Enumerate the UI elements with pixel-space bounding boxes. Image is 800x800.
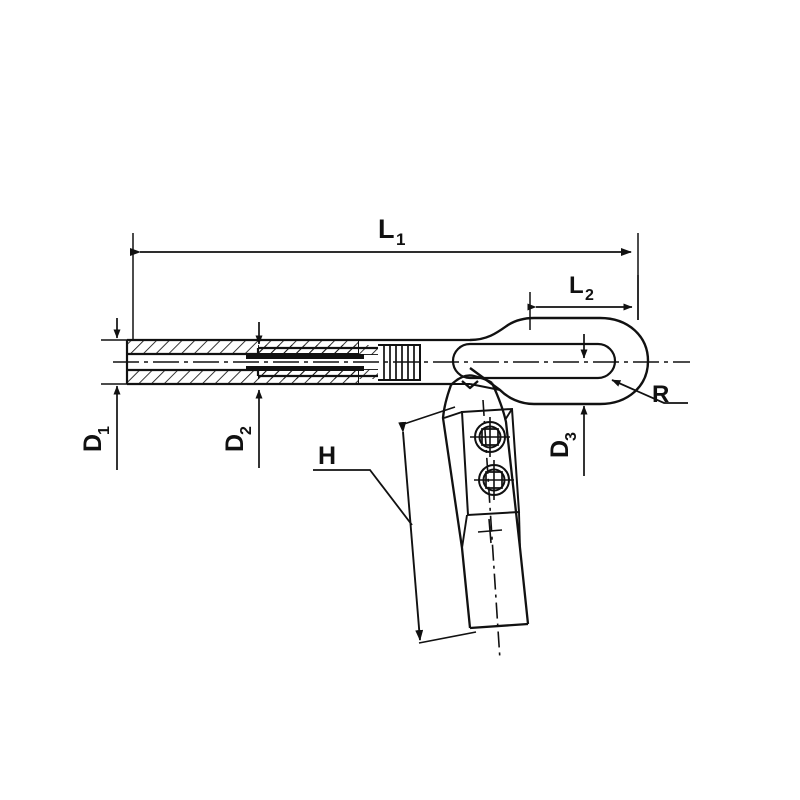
label-D2: D 2	[221, 426, 255, 452]
H-ext-top	[400, 406, 456, 426]
leader-R	[611, 379, 688, 404]
H-leader-line	[313, 469, 413, 526]
label-L1: L 1	[378, 214, 405, 249]
dimension-L1	[130, 233, 639, 340]
section-hatching	[127, 340, 378, 384]
svg-text:1: 1	[96, 426, 113, 435]
dimension-D1	[101, 318, 133, 470]
H-dimension-line	[398, 421, 424, 641]
R-leader-line	[611, 379, 688, 404]
svg-text:3: 3	[563, 432, 580, 441]
svg-text:L: L	[569, 272, 584, 299]
label-L2: L 2	[569, 272, 594, 304]
bolt-upper	[470, 417, 510, 457]
centre-lines	[113, 361, 690, 661]
label-H: H	[318, 442, 336, 470]
thread-band-outline	[378, 344, 421, 381]
eye-end-outline	[469, 316, 650, 406]
svg-text:2: 2	[238, 426, 255, 435]
H-ext-bottom	[418, 631, 477, 644]
svg-text:D: D	[221, 434, 249, 452]
bolt-lower	[474, 460, 514, 500]
svg-text:L: L	[378, 214, 395, 244]
label-D1: D 1	[79, 426, 113, 452]
dimension-L2	[527, 275, 639, 330]
dimension-H	[313, 406, 477, 644]
angled-branch	[441, 374, 530, 630]
inner-core-rod	[246, 354, 364, 371]
label-R: R	[652, 381, 669, 408]
svg-text:1: 1	[396, 230, 405, 249]
branch-axis-centre-line	[482, 399, 501, 661]
svg-text:D: D	[546, 440, 574, 458]
eye-oval-hole	[451, 342, 617, 380]
branch-step-lines	[443, 408, 521, 549]
svg-text:2: 2	[585, 287, 594, 304]
label-D3: D 3	[546, 432, 580, 458]
svg-text:D: D	[79, 434, 107, 452]
